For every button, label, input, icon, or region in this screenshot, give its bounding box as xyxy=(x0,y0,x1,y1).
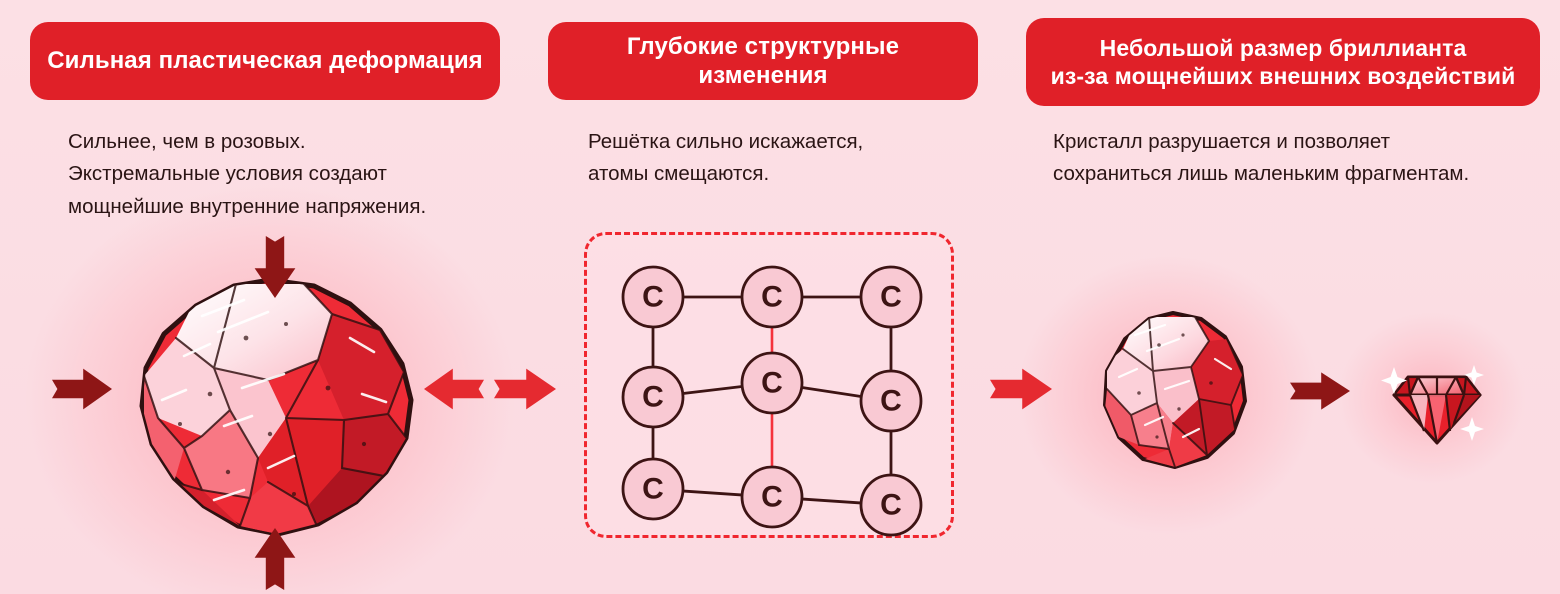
arrow-step-2-to-3 xyxy=(990,366,1052,412)
lattice-atom-layer: C C C C C C C C C xyxy=(621,265,923,537)
arrow-compress-top xyxy=(252,236,298,298)
column-1-title-pill: Сильная пластическая деформация xyxy=(30,22,500,100)
column-2-body-text: Решётка сильно искажается, атомы смещают… xyxy=(588,130,864,186)
arrow-compress-right xyxy=(424,366,484,412)
atom-label: C xyxy=(761,481,783,514)
atom-r3c3: C xyxy=(859,473,923,537)
column-3-title-text: Небольшой размер бриллианта из-за мощней… xyxy=(1051,34,1516,90)
atom-r2c1: C xyxy=(621,365,685,429)
rough-crystal-large xyxy=(118,268,428,548)
atom-label: C xyxy=(642,381,664,414)
atom-r2c2-displaced: C xyxy=(740,351,804,415)
arrow-crystal-to-diamond xyxy=(1290,370,1350,412)
column-3-title-pill: Небольшой размер бриллианта из-за мощней… xyxy=(1026,18,1540,106)
column-3-title-line-1: Небольшой размер бриллианта xyxy=(1099,34,1467,61)
atom-label: C xyxy=(880,385,902,418)
arrow-compress-left xyxy=(52,366,112,412)
lattice-bond-layer xyxy=(651,295,893,505)
atom-label: C xyxy=(642,281,664,314)
sparkle-icon xyxy=(1381,365,1484,441)
column-2-title-pill: Глубокие структурные изменения xyxy=(548,22,978,100)
column-1-body-text: Сильнее, чем в розовых. Экстремальные ус… xyxy=(68,130,427,218)
column-2-title-text: Глубокие структурные изменения xyxy=(626,32,900,89)
atom-r3c1: C xyxy=(621,457,685,521)
atom-label: C xyxy=(761,367,783,400)
column-3-title-line-2: из-за мощнейших внешних воздействий xyxy=(1050,63,1516,89)
atom-r2c3: C xyxy=(859,369,923,433)
atom-label: C xyxy=(642,473,664,506)
lattice-bond-12 xyxy=(797,497,866,505)
atom-label: C xyxy=(880,489,902,522)
atom-r1c1: C xyxy=(621,265,685,329)
atom-r1c3: C xyxy=(859,265,923,329)
lattice-bond-11 xyxy=(678,489,747,497)
arrow-compress-bottom xyxy=(252,528,298,590)
column-1-title-text: Сильная пластическая деформация xyxy=(47,47,483,75)
column-3-body-text: Кристалл разрушается и позволяет сохрани… xyxy=(1053,130,1470,186)
rough-crystal-small xyxy=(1095,305,1255,475)
carbon-lattice-panel: C C C C C C C C C xyxy=(584,232,954,538)
cut-diamond-icon xyxy=(1378,345,1496,453)
atom-label: C xyxy=(880,281,902,314)
arrow-step-1-to-2 xyxy=(494,366,556,412)
atom-r3c2: C xyxy=(740,465,804,529)
lattice-bond-7 xyxy=(797,385,866,399)
atom-r1c2: C xyxy=(740,265,804,329)
lattice-bond-6 xyxy=(678,384,747,396)
atom-label: C xyxy=(761,281,783,314)
